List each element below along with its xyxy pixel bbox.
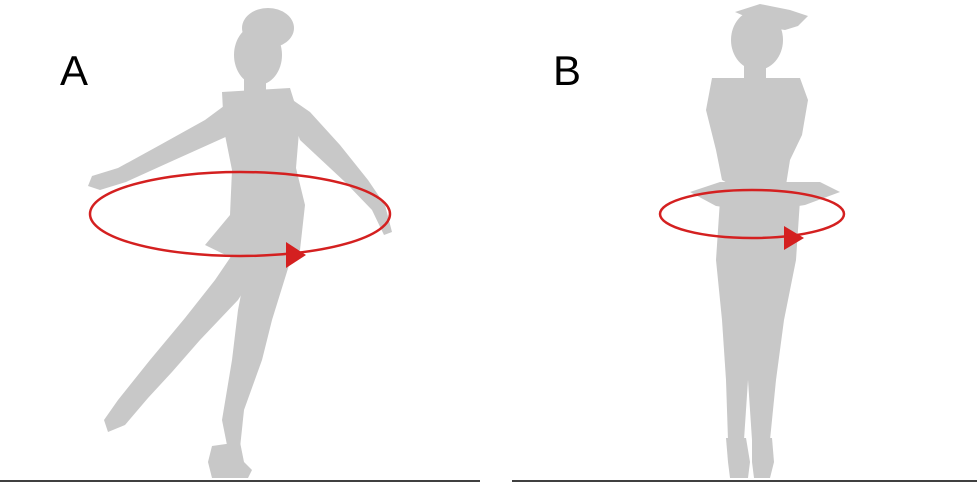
skater-b-boot-left — [726, 438, 750, 478]
skater-b-boot-right — [752, 438, 774, 478]
skater-silhouette-b — [690, 4, 840, 478]
panel-a-label: A — [60, 50, 88, 92]
skater-b-neck — [744, 62, 766, 80]
skater-b-torso — [706, 78, 808, 190]
panel-b — [512, 4, 977, 481]
skater-a-left-arm — [88, 100, 232, 190]
panel-b-label: B — [553, 50, 581, 92]
skater-b-head — [731, 10, 783, 70]
skater-a-boot — [208, 442, 252, 478]
